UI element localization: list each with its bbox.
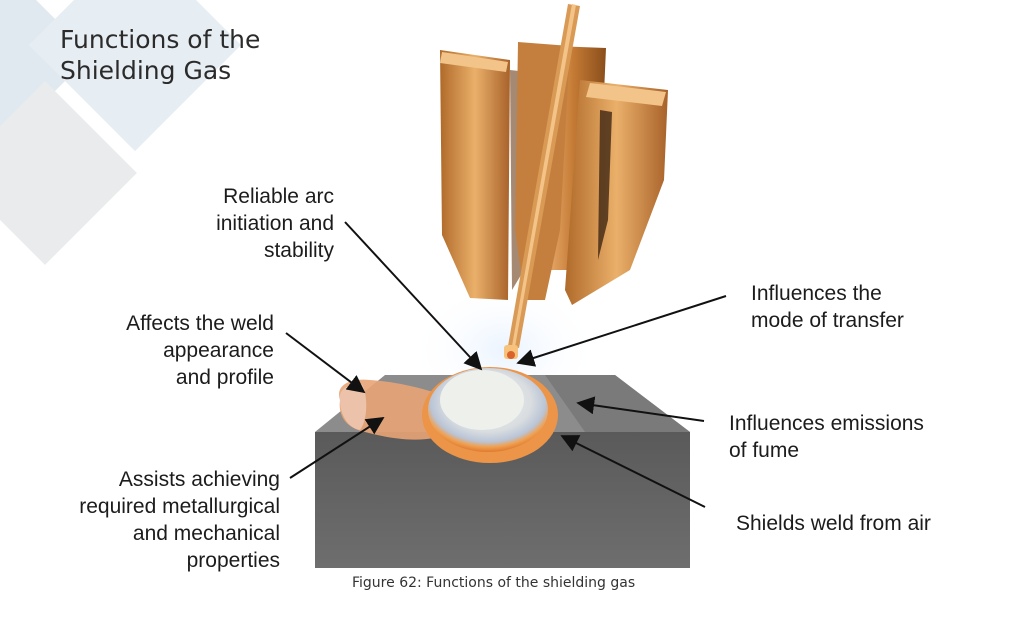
welding-torch bbox=[440, 4, 668, 359]
arrow-reliable-arc bbox=[344, 221, 483, 371]
label-weld-appearance: Affects the weld appearance and profile bbox=[126, 312, 274, 389]
title-line-2: Shielding Gas bbox=[60, 56, 232, 85]
title-line-1: Functions of the bbox=[60, 25, 261, 54]
arrow-weld-appearance bbox=[285, 332, 366, 394]
arrow-mode-of-transfer bbox=[516, 295, 727, 367]
arrow-metallurgical bbox=[289, 417, 385, 479]
figure-caption: Figure 62: Functions of the shielding ga… bbox=[352, 575, 636, 591]
arrow-emissions bbox=[576, 396, 705, 422]
label-reliable-arc: Reliable arc initiation and stability bbox=[216, 185, 334, 262]
label-shields: Shields weld from air bbox=[736, 512, 931, 535]
label-emissions: Influences emissions of fume bbox=[729, 412, 924, 462]
slide-title: Functions of the Shielding Gas bbox=[60, 24, 260, 86]
label-mode-of-transfer: Influences the mode of transfer bbox=[751, 282, 904, 332]
arrow-shields bbox=[560, 435, 706, 508]
label-metallurgical: Assists achieving required metallurgical… bbox=[79, 468, 280, 572]
annotation-arrows bbox=[285, 221, 727, 508]
